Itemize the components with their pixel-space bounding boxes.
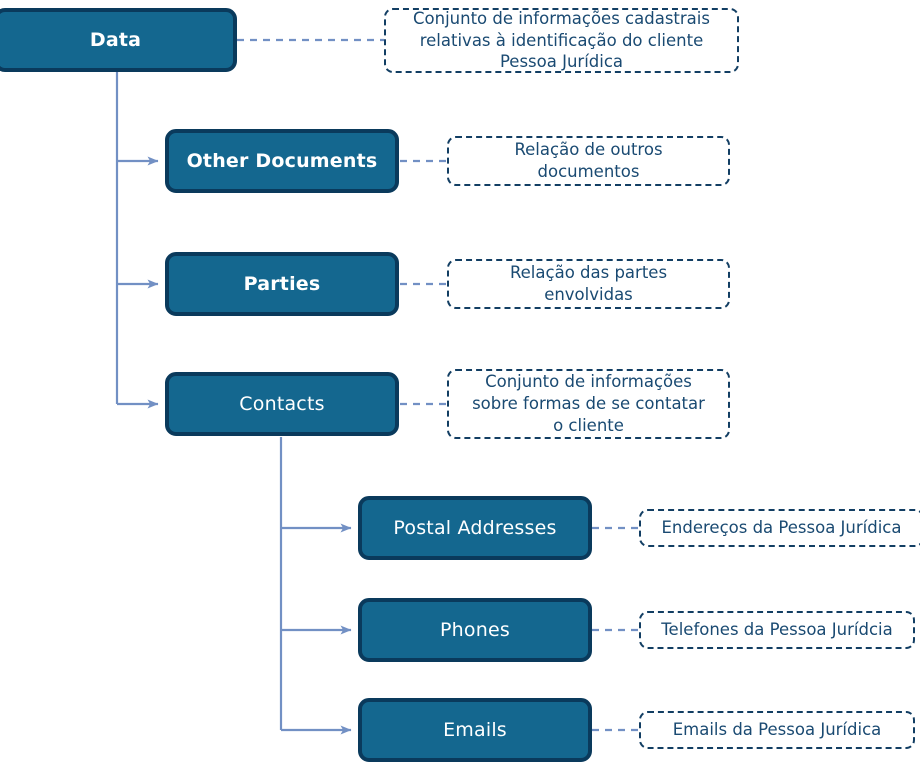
node-parties-label: Parties [243, 273, 321, 295]
note-other-documents-line2: documentos [537, 162, 640, 181]
note-contacts-line2: sobre formas de se contatar [472, 394, 705, 414]
note-other-documents-line1: Relação de outros [514, 140, 663, 160]
note-data-line2: relativas à identificação do cliente [419, 30, 704, 50]
note-emails-line1: Emails da Pessoa Jurídica [672, 720, 882, 740]
note-emails: Emails da Pessoa Jurídica [639, 711, 915, 749]
node-phones[interactable]: Phones [358, 598, 592, 662]
node-emails-label: Emails [443, 719, 507, 741]
note-contacts: Conjunto de informações sobre formas de … [447, 369, 730, 439]
note-postal-addresses-line1: Endereços da Pessoa Jurídica [661, 518, 902, 538]
node-contacts[interactable]: Contacts [165, 372, 399, 436]
node-other-documents[interactable]: Other Documents [165, 129, 399, 193]
node-phones-label: Phones [440, 619, 510, 641]
note-contacts-line3: o cliente [553, 415, 624, 435]
note-data-line1: Conjunto de informações cadastrais [413, 8, 710, 28]
node-emails[interactable]: Emails [358, 698, 592, 762]
note-contacts-line1: Conjunto de informações [485, 372, 692, 392]
node-postal-addresses[interactable]: Postal Addresses [358, 496, 592, 560]
note-parties: Relação das partes envolvidas [447, 259, 730, 309]
note-data-line3: Pessoa Jurídica [499, 52, 624, 72]
node-other-documents-label: Other Documents [186, 150, 378, 172]
note-phones-line1: Telefones da Pessoa Jurídcia [661, 620, 893, 640]
node-data-label: Data [89, 29, 142, 51]
note-other-documents: Relação de outros documentos [447, 136, 730, 186]
node-parties[interactable]: Parties [165, 252, 399, 316]
note-phones: Telefones da Pessoa Jurídcia [639, 611, 915, 649]
note-data: Conjunto de informações cadastrais relat… [384, 8, 739, 73]
note-parties-line1: Relação das partes [509, 263, 668, 283]
note-postal-addresses: Endereços da Pessoa Jurídica [639, 509, 920, 547]
note-parties-line2: envolvidas [544, 285, 633, 304]
node-data[interactable]: Data [0, 8, 237, 72]
node-postal-addresses-label: Postal Addresses [393, 517, 557, 539]
node-contacts-label: Contacts [239, 393, 325, 415]
